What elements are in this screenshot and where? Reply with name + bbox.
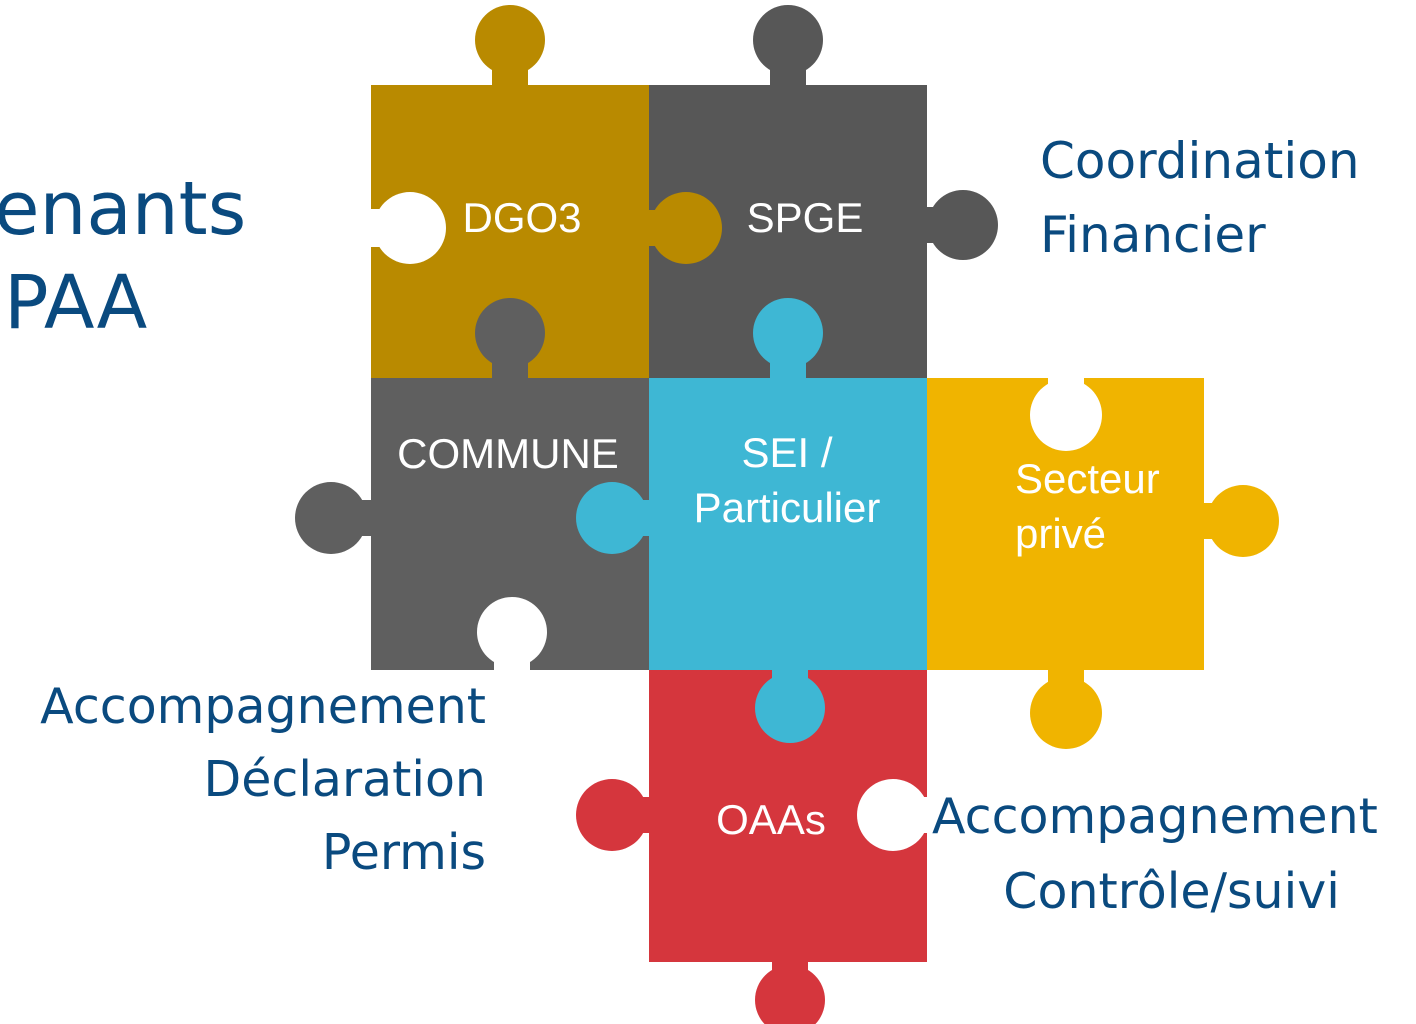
- title-line-1: enants: [0, 166, 247, 252]
- piece-sei-body: [649, 378, 927, 670]
- commune-role-accompagnement: Accompagnement: [40, 678, 486, 735]
- piece-label-spge: SPGE: [747, 194, 864, 241]
- slide-title: enants PAA: [0, 172, 246, 360]
- piece-label-secteur-line2: privé: [1015, 510, 1106, 557]
- puzzle-piece-secteur-prive: Secteur privé: [927, 374, 1279, 749]
- piece-spge-tab-top: [753, 5, 823, 75]
- puzzle-piece-oaas: OAAs: [576, 666, 929, 1024]
- spge-roles-text: Coordination Financier: [1040, 136, 1360, 284]
- title-line-2: PAA: [4, 260, 148, 346]
- piece-label-sei-line1: SEI /: [741, 429, 832, 476]
- oaa-role-controle-suivi: Contrôle/suivi: [1003, 863, 1340, 920]
- puzzle-piece-spge: SPGE: [645, 5, 998, 378]
- spge-role-coordination: Coordination: [1040, 132, 1360, 190]
- piece-label-dgo3: DGO3: [462, 194, 581, 241]
- commune-role-declaration: Déclaration: [203, 751, 487, 808]
- piece-commune-tab-left: [295, 482, 367, 554]
- piece-dgo3-tab: [475, 5, 545, 75]
- piece-label-oaas: OAAs: [716, 796, 826, 843]
- spge-role-financier: Financier: [1040, 206, 1266, 264]
- commune-roles-text: Accompagnement Déclaration Permis: [40, 682, 486, 901]
- piece-label-secteur-line1: Secteur: [1015, 455, 1160, 502]
- oaa-role-accompagnement: Accompagnement: [932, 788, 1378, 845]
- piece-label-sei-line2: Particulier: [694, 484, 881, 531]
- piece-label-commune: COMMUNE: [397, 430, 619, 477]
- commune-role-permis: Permis: [321, 824, 486, 881]
- oaa-roles-text: Accompagnement Contrôle/suivi: [932, 792, 1378, 942]
